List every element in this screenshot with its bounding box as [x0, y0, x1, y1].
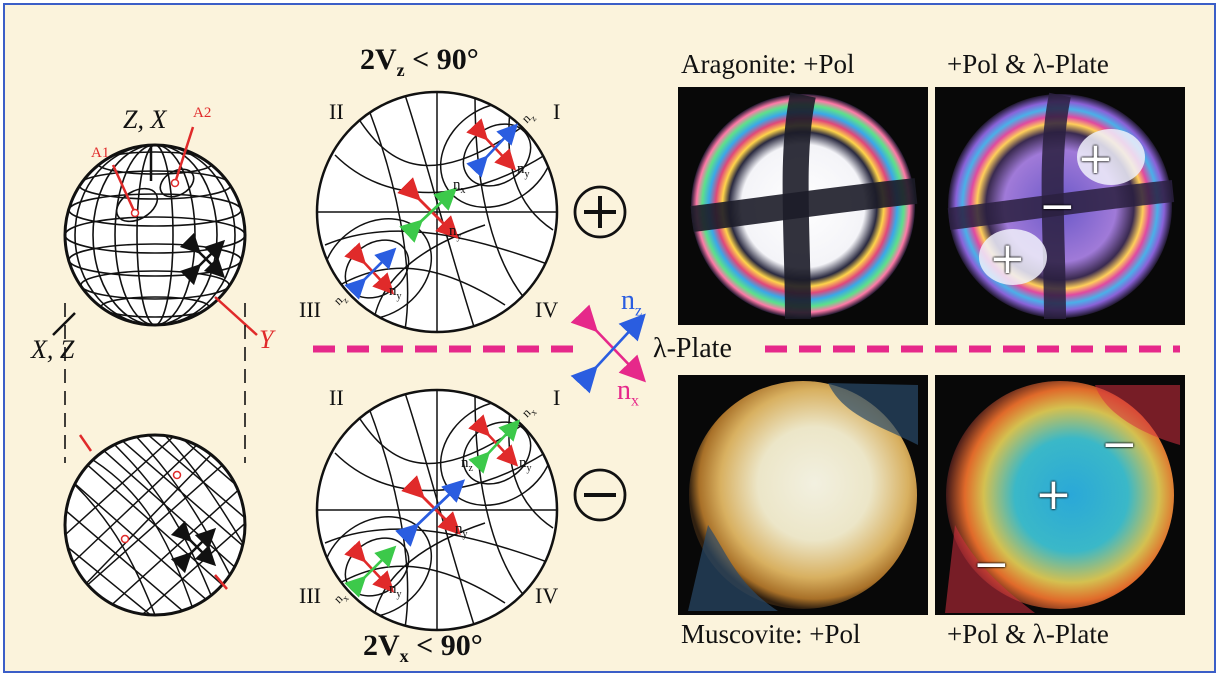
lambda-plate-label: λ-Plate — [653, 333, 732, 364]
label-ny-bottom-left: ny — [389, 581, 402, 600]
label-ny-top-right: ny — [517, 161, 530, 180]
quadrant-i-bottom: I — [553, 385, 561, 410]
quadrant-i-top: I — [553, 99, 561, 124]
aragonite-plus-sign-1: + — [1077, 133, 1114, 184]
diagram-canvas — [52, 90, 1180, 632]
aragonite-pol-title: Aragonite: +Pol — [681, 49, 855, 79]
label-ny-bottom-right: ny — [519, 455, 532, 474]
aragonite-plate-image: + + − — [935, 87, 1185, 325]
aragonite-plus-sign-2: + — [989, 233, 1026, 284]
optic-axis-label-a1: A1 — [91, 145, 110, 161]
top-title: 2Vz < 90° — [360, 43, 479, 80]
label-nz-bottom: nz — [461, 455, 473, 474]
muscovite-minus-sign-2: − — [973, 539, 1010, 590]
stereonet-positive — [315, 90, 627, 334]
aragonite-pol-image — [678, 87, 928, 325]
label-nx-top: nx — [453, 177, 466, 196]
quadrant-iii-bottom: III — [299, 583, 321, 608]
indicatrix-sphere — [52, 126, 258, 336]
quadrant-iv-top: IV — [535, 297, 559, 322]
legend-nz: nz — [621, 285, 643, 320]
axis-label-left: X, Z — [31, 335, 75, 364]
quadrant-ii-top: II — [329, 99, 344, 124]
optic-axis-label-a2: A2 — [193, 105, 212, 121]
aragonite-plate-title: +Pol & λ-Plate — [947, 49, 1109, 79]
label-ny-bottom: ny — [455, 521, 468, 540]
quadrant-ii-bottom: II — [329, 385, 344, 410]
figure-frame: Z, X X, Z Y A1 A2 2Vz < 90° II I III IV … — [3, 3, 1216, 673]
muscovite-pol-image — [678, 375, 928, 615]
quadrant-iv-bottom: IV — [535, 583, 559, 608]
projected-sphere — [63, 433, 247, 617]
muscovite-minus-sign-1: − — [1101, 419, 1138, 470]
axis-label-y: Y — [259, 325, 274, 354]
quadrant-iii-top: III — [299, 297, 321, 322]
bottom-title: 2Vx < 90° — [363, 629, 483, 666]
label-ny-top-left: ny — [389, 283, 402, 302]
axis-label-top: Z, X — [123, 105, 167, 134]
muscovite-plate-image: + − − — [935, 375, 1185, 615]
muscovite-pol-title: Muscovite: +Pol — [681, 619, 861, 649]
label-ny-top: ny — [449, 223, 462, 242]
muscovite-plus-sign: + — [1035, 469, 1072, 520]
legend-nx: nx — [617, 375, 639, 410]
stereonet-negative — [315, 388, 627, 632]
nz-direction-arrow — [570, 313, 646, 394]
aragonite-minus-sign: − — [1039, 181, 1076, 232]
muscovite-plate-title: +Pol & λ-Plate — [947, 619, 1109, 649]
